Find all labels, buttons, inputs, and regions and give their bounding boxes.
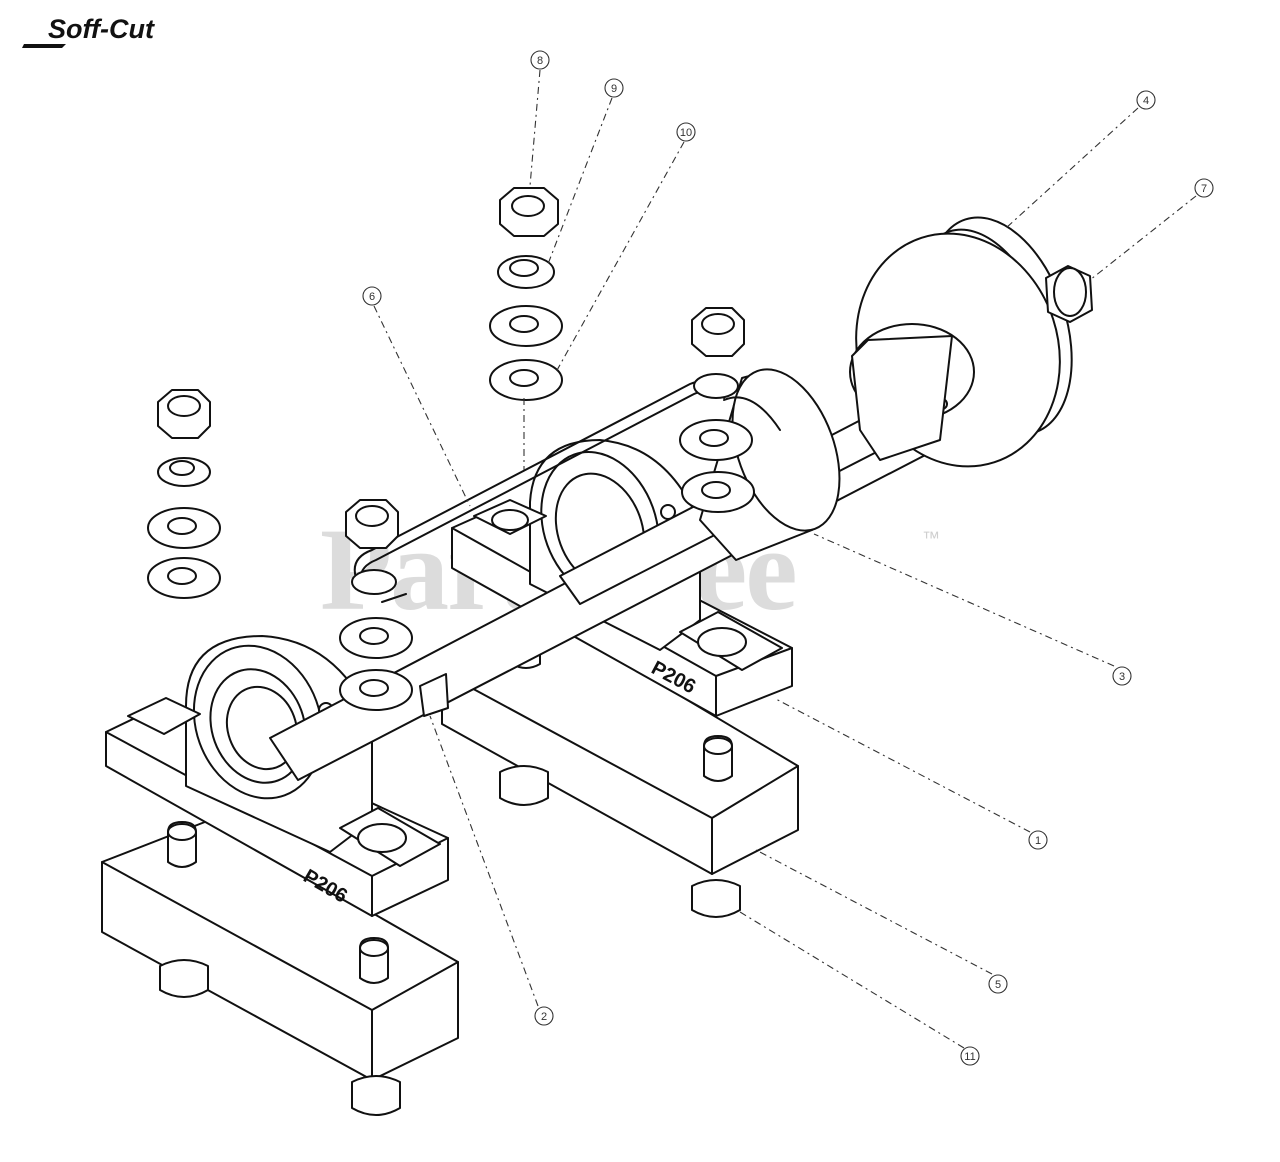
watermark-trademark: ™: [922, 528, 940, 548]
callout-8: 8: [530, 50, 550, 70]
callout-9: 9: [604, 78, 624, 98]
svg-text:5: 5: [995, 979, 1001, 991]
large-pulley: [849, 216, 1073, 468]
brand-logo-text: Soff-Cut: [48, 14, 154, 44]
right-lower-bolts: [499, 765, 741, 918]
top-hardware-stack: [489, 187, 563, 401]
callout-10: 10: [676, 122, 696, 142]
svg-text:3: 3: [1119, 671, 1125, 683]
middle-hardware-stack: [339, 499, 449, 717]
svg-text:1: 1: [1035, 835, 1041, 847]
callout-11: 11: [960, 1046, 980, 1066]
svg-text:10: 10: [680, 127, 692, 139]
callout-5: 5: [988, 974, 1008, 994]
svg-text:9: 9: [611, 83, 617, 95]
left-base-block: [101, 819, 459, 1081]
svg-text:11: 11: [964, 1051, 975, 1063]
leader-lines: [373, 69, 1197, 1049]
logo-swoosh-icon: [22, 44, 66, 48]
svg-text:7: 7: [1201, 183, 1207, 195]
callout-1: 1: [1028, 830, 1048, 850]
svg-text:2: 2: [541, 1011, 547, 1023]
callout-4: 4: [1136, 90, 1156, 110]
right-hardware-stack: [679, 307, 755, 513]
svg-text:8: 8: [537, 55, 543, 67]
callout-7: 7: [1194, 178, 1214, 198]
svg-text:4: 4: [1143, 95, 1149, 107]
left-hardware-stack: [147, 389, 221, 599]
callout-2: 2: [534, 1006, 554, 1026]
callout-6: 6: [362, 286, 382, 306]
shaft-end-nut: [1045, 265, 1093, 323]
motor-pulley: [699, 368, 841, 561]
brand-logo: [22, 14, 222, 54]
callout-3: 3: [1112, 666, 1132, 686]
left-lower-bolts: [159, 959, 401, 1116]
svg-text:6: 6: [369, 291, 375, 303]
